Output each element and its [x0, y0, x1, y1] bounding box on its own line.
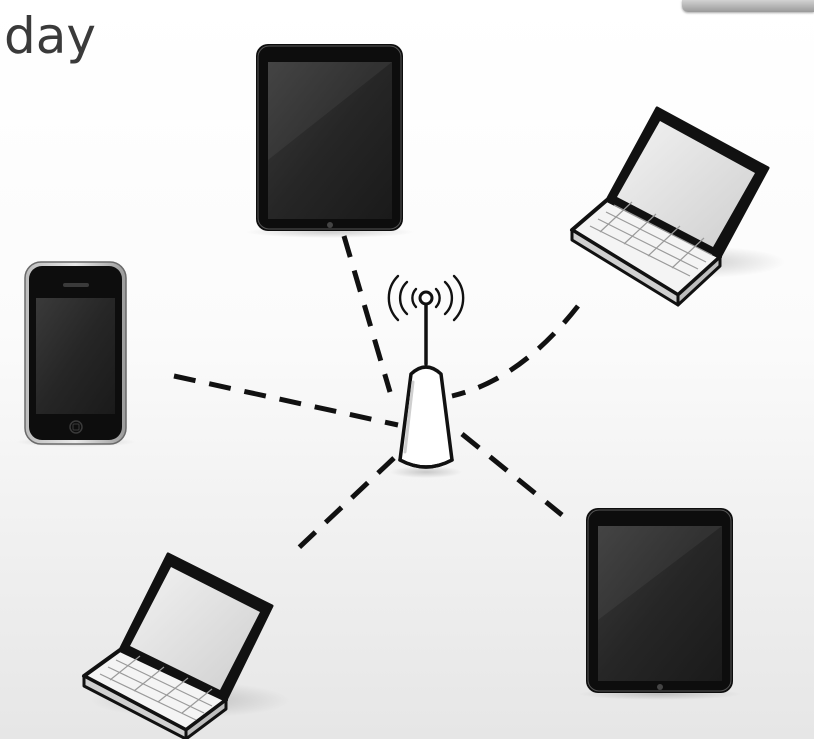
slide-title: day: [4, 7, 96, 65]
connection-laptop-bottom-left: [288, 456, 396, 558]
laptop-icon: [82, 552, 274, 739]
connection-tablet-bottom-right: [460, 432, 564, 517]
top-right-bar: [682, 0, 814, 12]
connection-smartphone-left: [173, 373, 399, 428]
smartphone-icon: [24, 261, 127, 445]
laptop-top-right: [570, 106, 785, 307]
tablet-icon: [256, 44, 403, 231]
wireless-router-icon: [387, 274, 465, 469]
tablet-bottom-right: [578, 508, 742, 700]
connection-tablet-top: [341, 235, 393, 393]
laptop-icon: [570, 106, 770, 307]
hub-router: [387, 274, 465, 478]
connections: [173, 235, 580, 558]
smartphone-left: [16, 261, 136, 447]
laptop-bottom-left: [82, 552, 290, 739]
connection-laptop-top-right: [451, 304, 580, 399]
tablet-icon: [586, 508, 733, 693]
tablet-top: [245, 44, 415, 238]
